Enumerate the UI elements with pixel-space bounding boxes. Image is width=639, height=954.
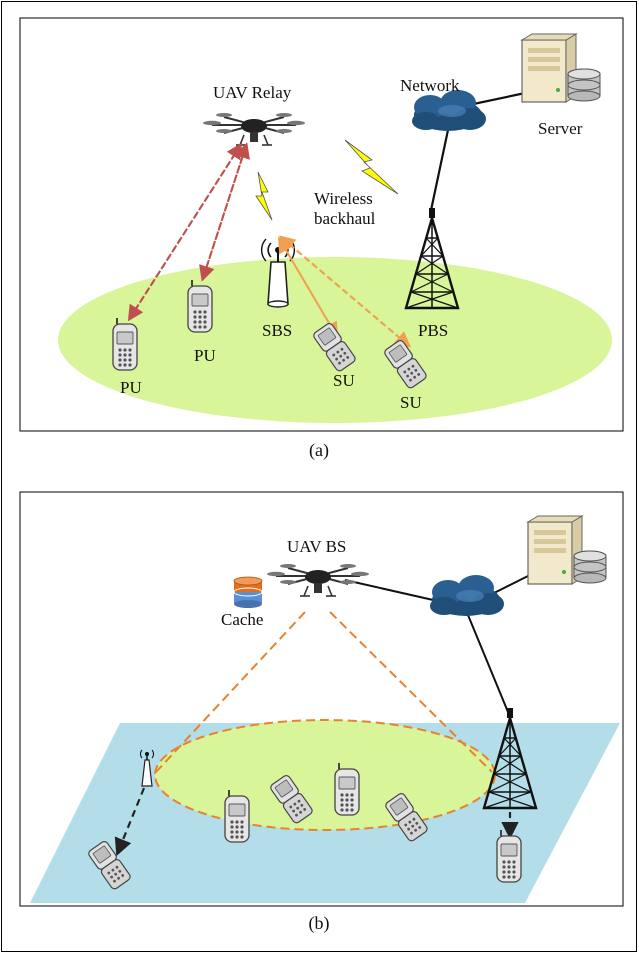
relay-link-pu-mid-return: [202, 142, 250, 279]
pu-left-label: PU: [120, 378, 142, 397]
uav-bs-label: UAV BS: [287, 537, 347, 556]
pu-mid-phone-icon: [187, 279, 213, 333]
user-phone-1-icon: [224, 789, 250, 843]
su-mid-label: SU: [333, 371, 355, 390]
server-label: Server: [538, 119, 583, 138]
cone-right-edge: [329, 611, 493, 773]
uav-relay-label: UAV Relay: [213, 83, 292, 102]
uav-cloud-link: [344, 579, 443, 603]
cache-icon: [233, 576, 263, 608]
su-right-label: SU: [400, 393, 422, 412]
tower-user-phone-icon: [496, 829, 522, 883]
uav-coverage-ellipse: [154, 719, 496, 831]
relay-link-pu-left-return: [129, 142, 243, 319]
caption-b: (b): [308, 913, 330, 933]
pu-mid-label: PU: [194, 346, 216, 365]
sbs-link-su-right-return: [278, 235, 409, 346]
backhaul-label: backhaul: [314, 209, 376, 228]
wireless-label: Wireless: [314, 189, 373, 208]
cone-left-edge: [155, 611, 306, 773]
pu-left-phone-icon: [112, 317, 138, 371]
small-antenna-icon: [140, 749, 154, 787]
caption-a: (a): [309, 440, 329, 460]
sbs-lightning-icon: [255, 171, 273, 221]
cache-label: Cache: [221, 610, 264, 629]
pbs-label: PBS: [418, 321, 449, 340]
sbs-link-su-mid-return: [277, 236, 337, 336]
sbs-label: SBS: [262, 321, 293, 340]
wireless-backhaul-lightning-icon: [344, 139, 399, 195]
user-phone-2-icon: [334, 762, 360, 816]
network-pbs-link: [428, 129, 450, 216]
cloud-tower-link: [467, 614, 509, 713]
network-label: Network: [400, 76, 460, 95]
